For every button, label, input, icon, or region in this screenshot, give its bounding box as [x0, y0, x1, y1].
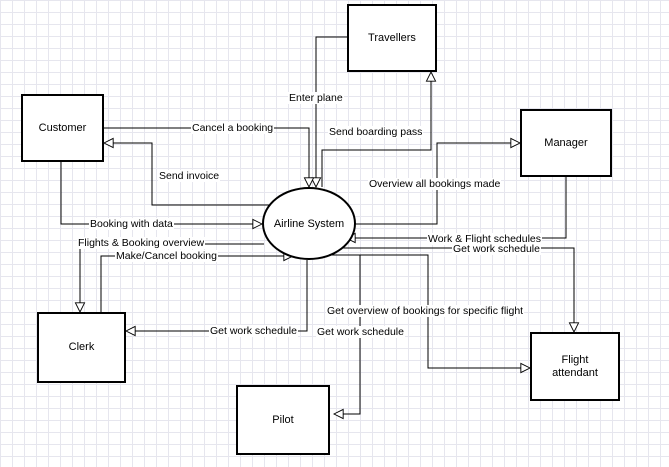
flow-work-flight-schedules	[346, 177, 567, 238]
label-overview-specific-flight: Get overview of bookings for specific fl…	[326, 305, 525, 317]
entity-travellers: Travellers	[347, 4, 437, 72]
flow-enter-plane	[316, 36, 347, 187]
entity-clerk: Clerk	[37, 312, 126, 383]
flow-get-work-schedule-clerk	[126, 260, 308, 331]
flow-send-boarding-pass	[321, 72, 431, 187]
label-booking-with-data: Booking with data	[89, 218, 174, 230]
label-get-work-schedule-clerk: Get work schedule	[209, 325, 298, 337]
entity-customer: Customer	[21, 94, 104, 162]
label-overview-bookings: Overview all bookings made	[368, 178, 502, 190]
label-work-flight-schedules: Work & Flight schedules	[427, 233, 543, 245]
entity-flight-attendant: Flight attendant	[530, 332, 620, 401]
label-send-boarding-pass: Send boarding pass	[328, 126, 424, 138]
label-cancel-booking: Cancel a booking	[191, 122, 275, 134]
flow-make-cancel-booking	[100, 256, 293, 312]
label-get-work-schedule-pilot: Get work schedule	[316, 326, 405, 338]
flow-booking-with-data	[60, 162, 262, 224]
process-airline-system: Airline System	[262, 187, 356, 260]
label-get-work-schedule-fa: Get work schedule	[452, 243, 541, 255]
entity-pilot: Pilot	[236, 385, 330, 455]
entity-manager: Manager	[520, 109, 612, 177]
flight-attendant-label: Flight attendant	[552, 353, 598, 379]
label-make-cancel-booking: Make/Cancel booking	[115, 250, 218, 262]
label-enter-plane: Enter plane	[288, 92, 344, 104]
flow-cancel-booking	[104, 127, 309, 187]
label-flights-booking-overview: Flights & Booking overview	[77, 237, 206, 249]
flow-send-invoice	[104, 143, 278, 206]
flow-get-work-schedule-fa	[337, 247, 574, 332]
label-send-invoice: Send invoice	[158, 170, 221, 182]
